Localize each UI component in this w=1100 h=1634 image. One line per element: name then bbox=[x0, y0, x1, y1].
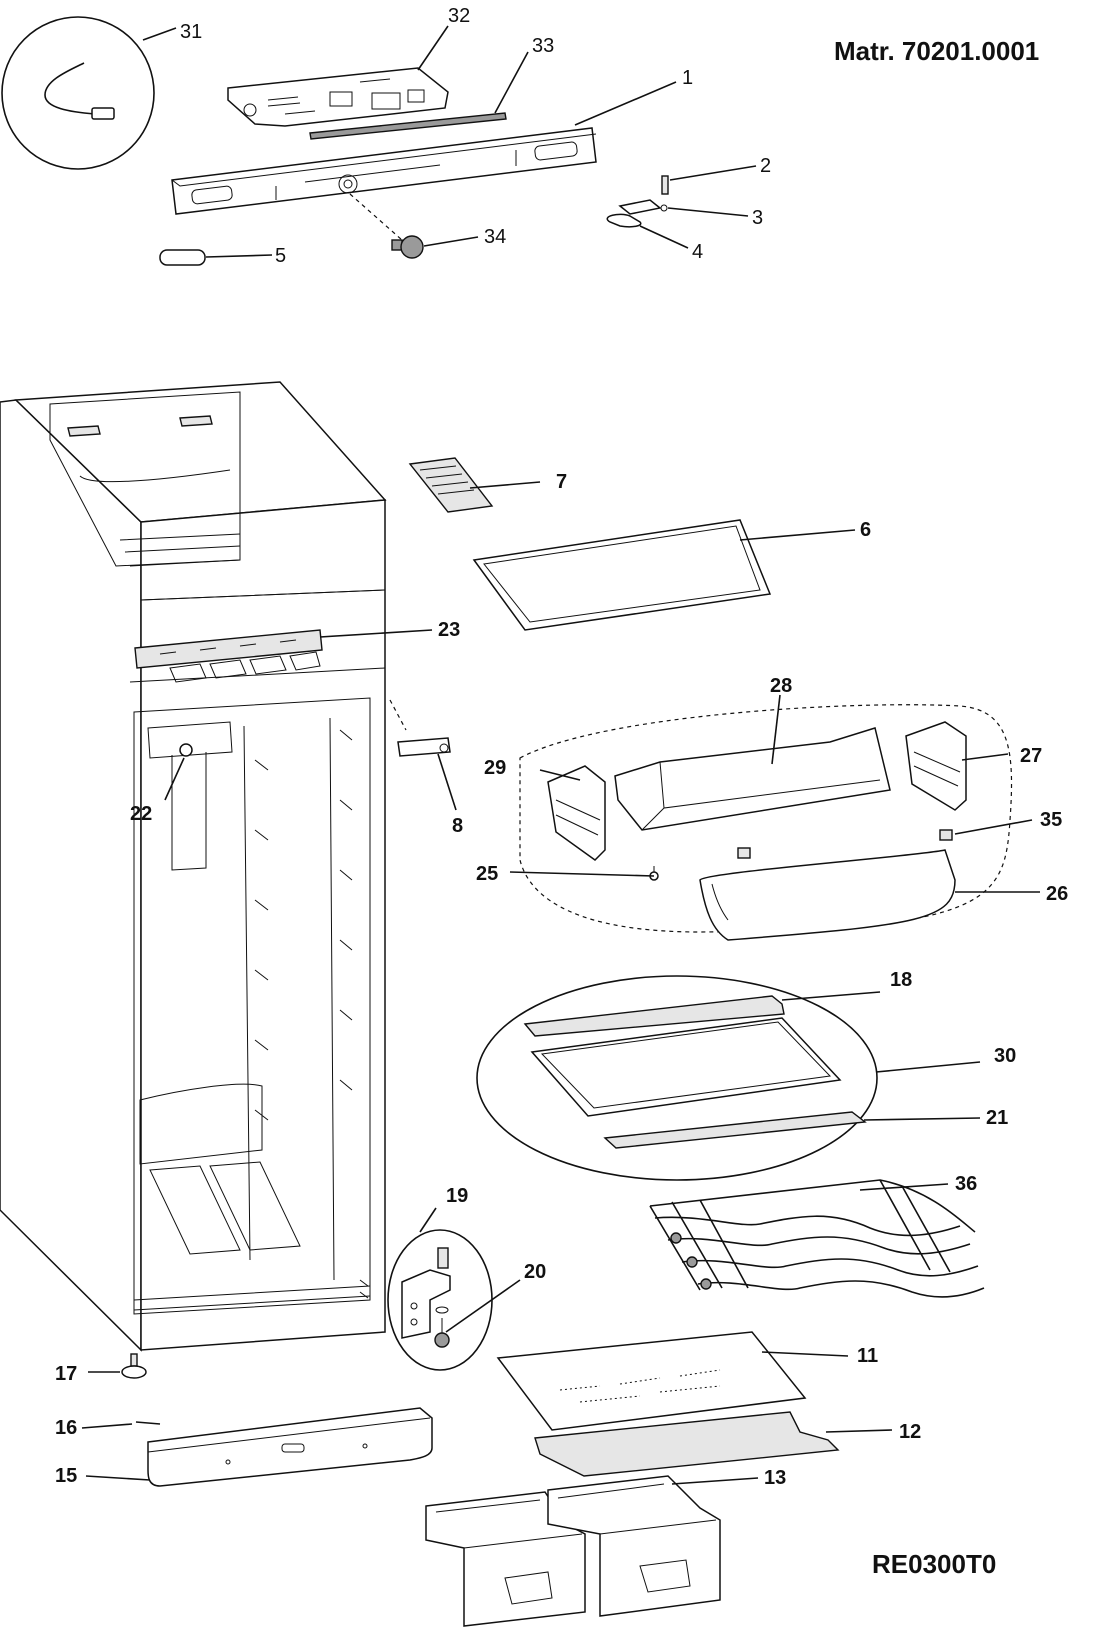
part-6-glass-shelf bbox=[472, 519, 772, 631]
part-22-probe bbox=[179, 743, 193, 757]
part-5-lamp-cover bbox=[159, 249, 206, 266]
leader-19 bbox=[419, 1207, 437, 1233]
callout-35: 35 bbox=[1040, 809, 1062, 831]
leader-34 bbox=[423, 236, 479, 247]
leader-8 bbox=[437, 753, 457, 811]
part-1-control-panel bbox=[171, 127, 597, 215]
part-13-crisper-drawers bbox=[425, 1475, 721, 1627]
part-7-filter-grid bbox=[419, 465, 475, 495]
callout-31: 31 bbox=[180, 21, 202, 43]
leader-27 bbox=[961, 753, 1009, 761]
callout-28: 28 bbox=[770, 675, 792, 697]
leader-21 bbox=[863, 1117, 981, 1121]
leader-36 bbox=[859, 1183, 949, 1191]
callout-11: 11 bbox=[857, 1345, 878, 1367]
material-number: Matr. 70201.0001 bbox=[834, 36, 1039, 66]
part-33-strip bbox=[309, 112, 507, 140]
part-8-hinge bbox=[389, 699, 451, 757]
callout-27: 27 bbox=[1020, 745, 1042, 767]
callout-4: 4 bbox=[692, 241, 703, 263]
part-11-glass-plate bbox=[496, 1331, 807, 1431]
callout-23: 23 bbox=[438, 619, 460, 641]
callout-32: 32 bbox=[448, 5, 470, 27]
leader-1 bbox=[574, 81, 677, 126]
part-19-20-bottom-hinge bbox=[387, 1229, 493, 1371]
callout-15: 15 bbox=[55, 1465, 77, 1487]
part-7-filter bbox=[408, 457, 494, 513]
callout-19: 19 bbox=[446, 1185, 468, 1207]
callout-22: 22 bbox=[130, 803, 152, 825]
leader-6 bbox=[739, 529, 856, 541]
leader-7 bbox=[469, 481, 541, 489]
leader-18 bbox=[781, 991, 881, 1001]
part-15-kick-plate bbox=[147, 1407, 433, 1487]
part-2-4-lamp-holder bbox=[606, 175, 669, 228]
callout-20: 20 bbox=[524, 1261, 546, 1283]
part-32-control-board bbox=[227, 67, 449, 127]
callout-25: 25 bbox=[476, 863, 498, 885]
leader-11 bbox=[761, 1351, 849, 1357]
callout-30: 30 bbox=[994, 1045, 1016, 1067]
callout-8: 8 bbox=[452, 815, 463, 837]
leader-32 bbox=[417, 25, 449, 71]
drawing-code: RE0300T0 bbox=[872, 1549, 996, 1579]
leader-28 bbox=[771, 694, 781, 765]
leader-23 bbox=[319, 629, 433, 638]
door-shelf-group bbox=[519, 704, 1013, 941]
leader-2 bbox=[669, 165, 757, 181]
refrigerator-cabinet bbox=[0, 381, 387, 1352]
leader-30 bbox=[875, 1061, 981, 1073]
leader-29 bbox=[539, 769, 581, 781]
callout-1: 1 bbox=[682, 67, 693, 89]
leader-25 bbox=[509, 871, 655, 877]
leader-13 bbox=[671, 1477, 759, 1485]
callout-26: 26 bbox=[1046, 883, 1068, 905]
leader-20 bbox=[445, 1279, 521, 1333]
leader-35 bbox=[954, 819, 1033, 835]
part-12-trim-frame bbox=[534, 1411, 840, 1477]
leader-31 bbox=[142, 27, 177, 41]
callout-17: 17 bbox=[55, 1363, 77, 1385]
part-17-foot bbox=[121, 1353, 147, 1379]
leader-12 bbox=[825, 1429, 893, 1433]
leader-5 bbox=[205, 254, 273, 258]
callout-33: 33 bbox=[532, 35, 554, 57]
leader-4 bbox=[639, 225, 689, 249]
part-36-wine-rack bbox=[649, 1179, 985, 1298]
leader-3 bbox=[667, 207, 749, 217]
callout-2: 2 bbox=[760, 155, 771, 177]
leader-15 bbox=[85, 1475, 151, 1481]
callout-6: 6 bbox=[860, 519, 871, 541]
leader-22 bbox=[164, 757, 185, 801]
callout-29: 29 bbox=[484, 757, 506, 779]
part-34-knob bbox=[349, 193, 424, 259]
callout-21: 21 bbox=[986, 1107, 1008, 1129]
callout-3: 3 bbox=[752, 207, 763, 229]
callout-12: 12 bbox=[899, 1421, 921, 1443]
callout-18: 18 bbox=[890, 969, 912, 991]
callout-36: 36 bbox=[955, 1173, 977, 1195]
part-31-sensor-detail bbox=[1, 16, 155, 170]
part-16-screw bbox=[135, 1421, 161, 1425]
callout-7: 7 bbox=[556, 471, 567, 493]
leader-33 bbox=[494, 51, 529, 114]
callout-13: 13 bbox=[764, 1467, 786, 1489]
callout-16: 16 bbox=[55, 1417, 77, 1439]
callout-5: 5 bbox=[275, 245, 286, 267]
callout-34: 34 bbox=[484, 226, 506, 248]
part-30-shelf-assembly bbox=[476, 975, 878, 1181]
leader-16 bbox=[81, 1423, 133, 1429]
